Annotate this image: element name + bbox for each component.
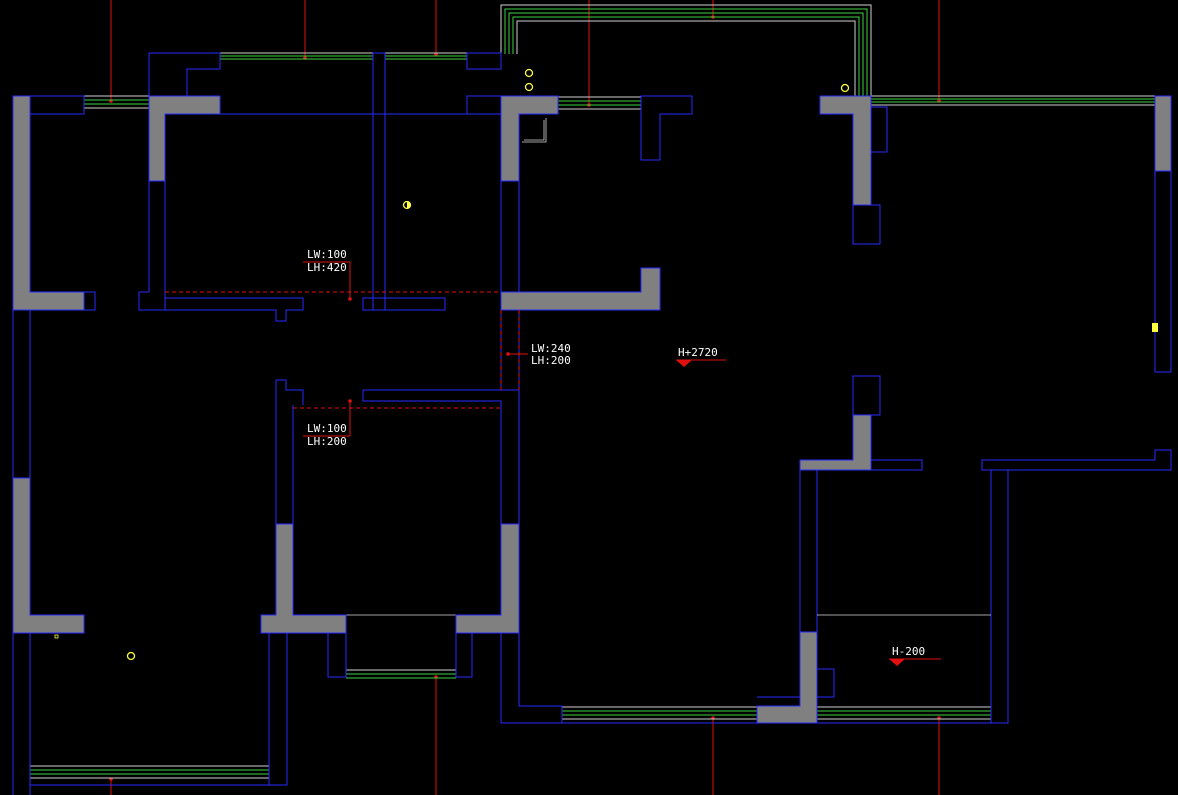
wall-bedroom-column: [148, 95, 221, 182]
wall-mid-right: [455, 523, 520, 634]
window-top-center-left[interactable]: [220, 52, 373, 60]
opening-label-mid[interactable]: LW:240 LH:200: [506, 342, 571, 367]
corner-marker-icon: [524, 120, 545, 141]
solid-walls: [12, 95, 1172, 724]
wall-balcony-bottom: [756, 631, 818, 724]
wall-right-edge: [1154, 95, 1172, 172]
level-triangle-icon: [676, 360, 692, 367]
window-bottom-middle[interactable]: [346, 669, 456, 679]
label-lh: LH:420: [307, 261, 347, 274]
openings: [165, 291, 520, 409]
window-top-left[interactable]: [84, 95, 150, 109]
window-bottom-right-a[interactable]: [562, 706, 757, 720]
wall-right-column: [819, 95, 872, 206]
small-marker-icon[interactable]: [54, 634, 59, 639]
opening-label-bottom[interactable]: LW:100 LH:200: [303, 399, 352, 448]
wall-bay-column: [500, 95, 559, 182]
wall-outlines: [12, 52, 1172, 795]
window-bottom-left[interactable]: [30, 765, 269, 779]
window-top-center[interactable]: [385, 52, 467, 60]
level-marker-balcony[interactable]: H-200: [889, 645, 941, 666]
label-lw: LW:240: [531, 342, 571, 355]
window-top-right[interactable]: [871, 95, 1155, 106]
level-triangle-icon: [889, 659, 905, 666]
window-bottom-right-b[interactable]: [817, 706, 991, 720]
opening-label-top[interactable]: LW:100 LH:420: [303, 248, 352, 301]
pipe-marker-icon[interactable]: [524, 82, 534, 92]
window-top-living[interactable]: [558, 96, 641, 110]
wall-mid-left: [260, 523, 347, 634]
label-lh: LH:200: [531, 354, 571, 367]
level-label: H-200: [892, 645, 925, 658]
pipe-marker-icon[interactable]: [126, 651, 136, 661]
outlet-marker-icon[interactable]: [1152, 323, 1158, 332]
level-marker-main[interactable]: H+2720: [676, 346, 726, 367]
label-lh: LH:200: [307, 435, 347, 448]
level-label: H+2720: [678, 346, 718, 359]
window-bay-top[interactable]: [500, 4, 872, 97]
label-lw: LW:100: [307, 248, 347, 261]
wall-bottom-left-corner: [12, 477, 85, 634]
wall-balcony-top: [799, 414, 872, 471]
wall-living-partition: [500, 267, 661, 311]
label-lw: LW:100: [307, 422, 347, 435]
wall-top-left-corner: [12, 95, 85, 311]
windows: [30, 4, 1155, 779]
pipe-marker-icon[interactable]: [524, 68, 534, 78]
pipe-marker-icon[interactable]: [840, 83, 850, 93]
fixture-markers: [54, 68, 1158, 661]
